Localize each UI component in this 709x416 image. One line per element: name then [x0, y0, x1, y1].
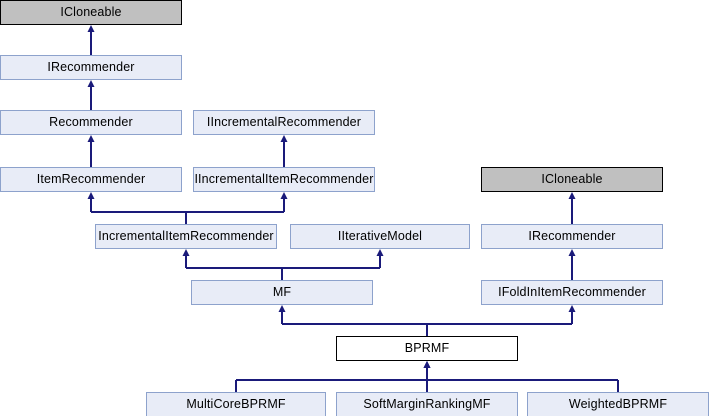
class-node-label: MF [272, 285, 292, 300]
class-node-icloneable_right[interactable]: ICloneable [481, 167, 663, 192]
class-node-recommender[interactable]: Recommender [0, 110, 182, 135]
class-node-label: ICloneable [60, 5, 122, 20]
class-node-icloneable_top[interactable]: ICloneable [0, 0, 182, 25]
class-node-softmarginrankingmf[interactable]: SoftMarginRankingMF [336, 392, 518, 416]
class-node-iincrementalitemrecommender[interactable]: IIncrementalItemRecommender [193, 167, 375, 192]
class-node-label: IIterativeModel [337, 229, 423, 244]
class-node-label: IIncrementalItemRecommender [194, 172, 374, 187]
class-node-weightedbprmf[interactable]: WeightedBPRMF [527, 392, 709, 416]
class-node-iiterativemodel[interactable]: IIterativeModel [290, 224, 470, 249]
class-node-iincrementalrecommender[interactable]: IIncrementalRecommender [193, 110, 375, 135]
class-node-label: IRecommender [528, 229, 616, 244]
class-node-label: WeightedBPRMF [568, 397, 668, 412]
class-node-label: MultiCoreBPRMF [186, 397, 286, 412]
class-node-incrementalitemrecommender[interactable]: IncrementalItemRecommender [95, 224, 277, 249]
class-node-ifoldinitemrecommender[interactable]: IFoldInItemRecommender [481, 280, 663, 305]
class-node-irecommender_right[interactable]: IRecommender [481, 224, 663, 249]
class-node-label: SoftMarginRankingMF [363, 397, 491, 412]
class-node-label: Recommender [49, 115, 133, 130]
class-node-multicorebprmf[interactable]: MultiCoreBPRMF [146, 392, 326, 416]
class-node-label: IIncrementalRecommender [206, 115, 362, 130]
class-node-bprmf[interactable]: BPRMF [336, 336, 518, 361]
class-node-itemrecommender[interactable]: ItemRecommender [0, 167, 182, 192]
class-node-label: IFoldInItemRecommender [498, 285, 646, 300]
class-node-mf[interactable]: MF [191, 280, 373, 305]
class-node-label: IncrementalItemRecommender [98, 229, 274, 244]
class-node-label: IRecommender [47, 60, 135, 75]
class-node-label: ItemRecommender [36, 172, 146, 187]
class-node-label: BPRMF [404, 341, 450, 356]
class-node-irecommender_top[interactable]: IRecommender [0, 55, 182, 80]
class-node-label: ICloneable [541, 172, 603, 187]
